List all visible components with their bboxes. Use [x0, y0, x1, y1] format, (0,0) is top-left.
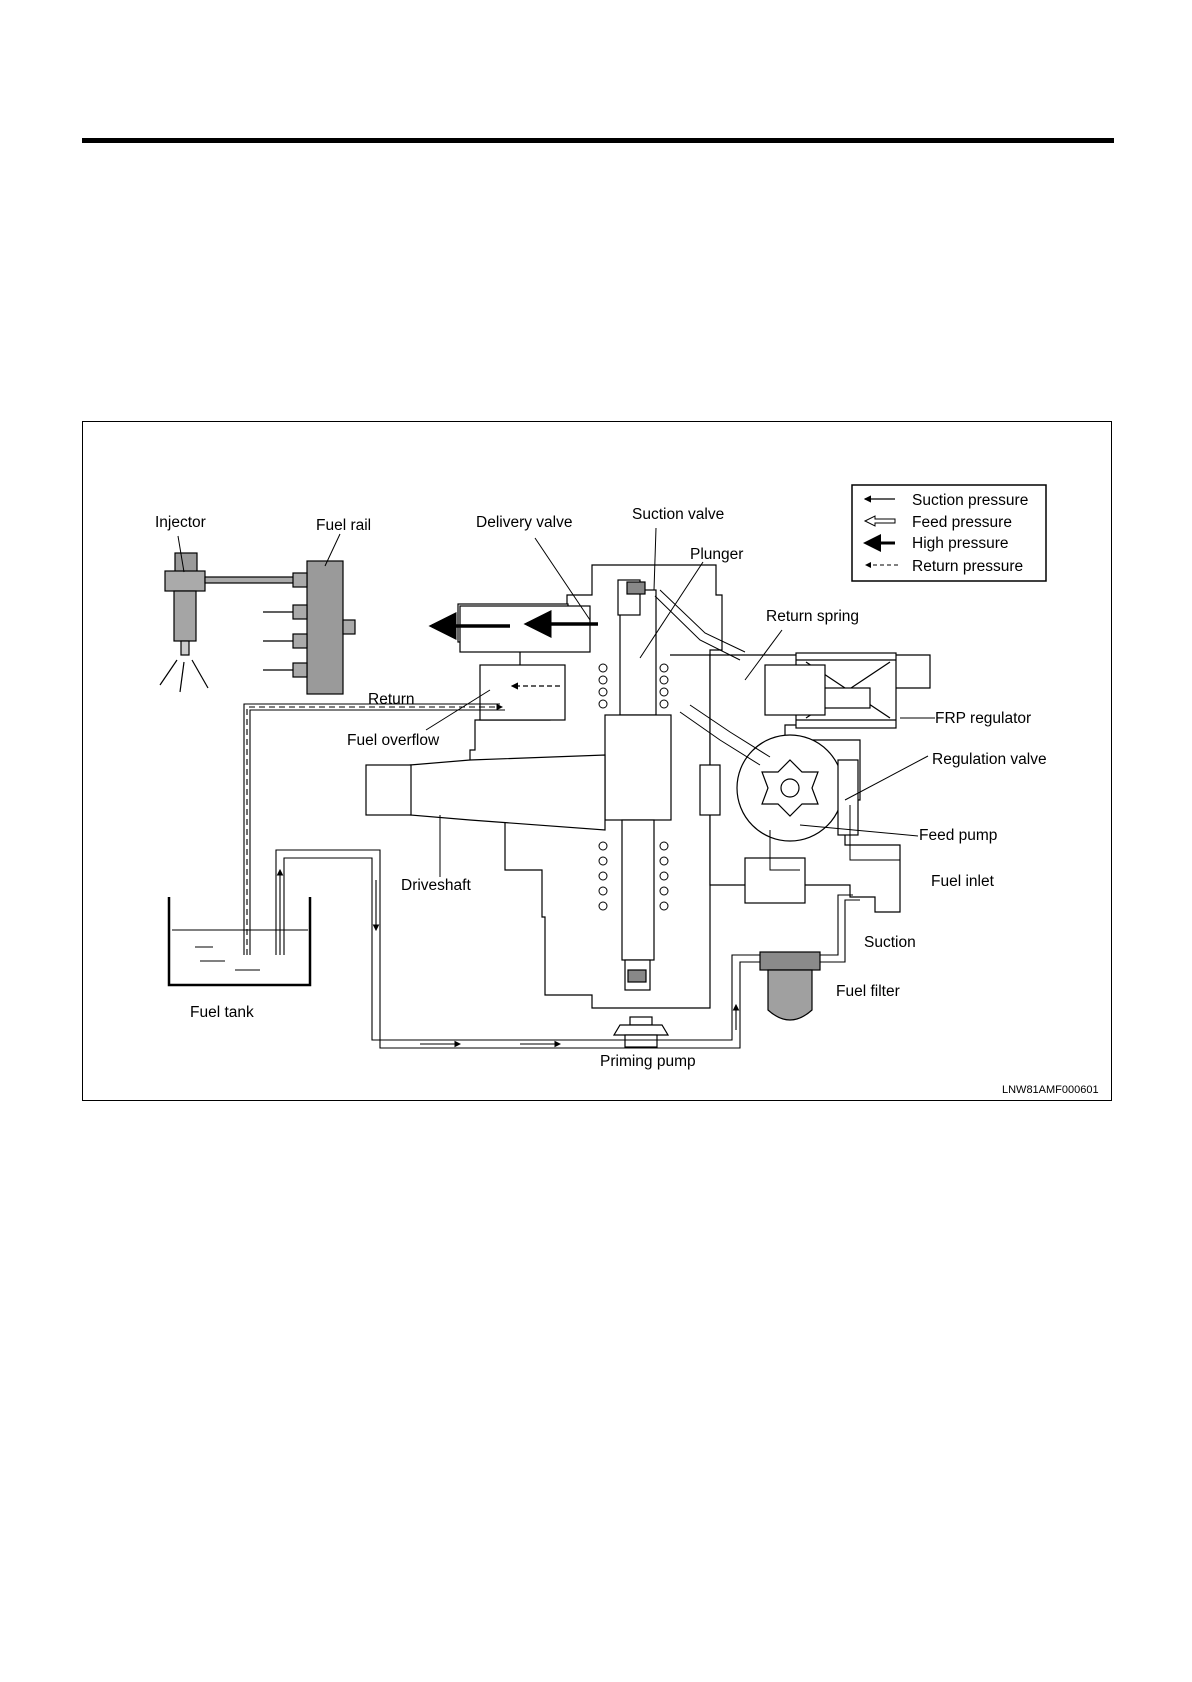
figure-code: LNW81AMF000601: [1002, 1084, 1099, 1096]
label-fuel-overflow: Fuel overflow: [347, 732, 440, 749]
label-regulation-valve: Regulation valve: [932, 751, 1047, 768]
priming-pump-graphic: [614, 1017, 668, 1047]
label-delivery-valve: Delivery valve: [476, 514, 572, 531]
label-frp-regulator: FRP regulator: [935, 710, 1031, 727]
label-driveshaft: Driveshaft: [401, 877, 471, 894]
label-plunger: Plunger: [690, 546, 743, 563]
label-priming-pump: Priming pump: [600, 1053, 696, 1070]
label-suction-valve: Suction valve: [632, 506, 724, 523]
label-fuel-rail: Fuel rail: [316, 517, 371, 534]
injector-graphic: [160, 553, 295, 692]
label-return: Return: [368, 691, 415, 708]
legend-label-suction-pressure: Suction pressure: [912, 492, 1028, 509]
fuel-filter-graphic: [760, 952, 820, 1020]
fuel-tank-graphic: [169, 897, 310, 985]
label-fuel-filter: Fuel filter: [836, 983, 900, 1000]
legend-label-high-pressure: High pressure: [912, 535, 1009, 552]
label-feed-pump: Feed pump: [919, 827, 997, 844]
label-injector: Injector: [155, 514, 206, 531]
label-return-spring: Return spring: [766, 608, 859, 625]
legend-label-feed-pressure: Feed pressure: [912, 514, 1012, 531]
label-fuel-inlet: Fuel inlet: [931, 873, 995, 890]
label-fuel-tank: Fuel tank: [190, 1004, 254, 1021]
legend: Suction pressure Feed pressure High pres…: [852, 485, 1046, 581]
label-suction: Suction: [864, 934, 916, 951]
legend-label-return-pressure: Return pressure: [912, 558, 1023, 575]
